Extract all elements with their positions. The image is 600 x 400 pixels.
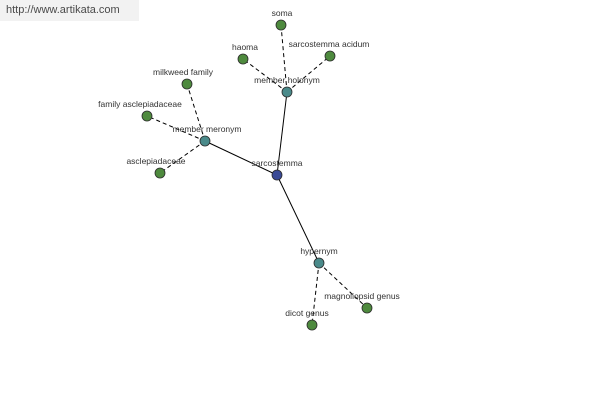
edge-sarcostemma-to-member-holonym	[276, 91, 288, 176]
node-soma[interactable]: soma	[272, 8, 293, 31]
node-marker-member-meronym[interactable]	[199, 135, 211, 147]
node-sarcostemma-acidum[interactable]: sarcostemma acidum	[289, 39, 370, 62]
edge-member-holonym-to-haoma	[242, 58, 288, 93]
watermark-url: http://www.artikata.com	[0, 0, 139, 21]
node-label-family-asclepiadaceae[interactable]: family asclepiadaceae	[98, 99, 182, 109]
node-milkweed-family[interactable]: milkweed family	[153, 67, 214, 90]
node-member-holonym[interactable]: member holonym	[254, 75, 320, 98]
node-member-meronym[interactable]: member meronym	[173, 124, 242, 147]
node-label-haoma[interactable]: haoma	[232, 42, 258, 52]
node-label-soma[interactable]: soma	[272, 8, 293, 18]
edge-member-holonym-to-soma	[280, 24, 288, 93]
edge-sarcostemma-to-hypernym	[276, 174, 320, 264]
node-label-member-holonym[interactable]: member holonym	[254, 75, 320, 85]
node-label-milkweed-family[interactable]: milkweed family	[153, 67, 214, 77]
node-label-dicot-genus[interactable]: dicot genus	[285, 308, 328, 318]
node-marker-sarcostemma-acidum[interactable]	[324, 50, 336, 62]
node-haoma[interactable]: haoma	[232, 42, 258, 65]
node-marker-magnoliopsid-genus[interactable]	[361, 302, 373, 314]
node-label-hypernym[interactable]: hypernym	[300, 246, 337, 256]
edge-member-meronym-to-family-asclepiadaceae	[146, 115, 206, 142]
node-family-asclepiadaceae[interactable]: family asclepiadaceae	[98, 99, 182, 122]
node-layer: sarcostemma member holonym member meronym h…	[98, 8, 400, 331]
edge-sarcostemma-to-member-meronym	[204, 140, 278, 176]
node-marker-soma[interactable]	[275, 19, 287, 31]
edge-layer	[146, 24, 368, 326]
node-label-member-meronym[interactable]: member meronym	[173, 124, 242, 134]
node-magnoliopsid-genus[interactable]: magnoliopsid genus	[324, 291, 400, 314]
node-marker-haoma[interactable]	[237, 53, 249, 65]
node-dicot-genus[interactable]: dicot genus	[285, 308, 329, 331]
node-marker-family-asclepiadaceae[interactable]	[141, 110, 153, 122]
edge-hypernym-to-dicot-genus	[311, 262, 320, 326]
node-marker-dicot-genus[interactable]	[306, 319, 318, 331]
node-label-magnoliopsid-genus[interactable]: magnoliopsid genus	[324, 291, 400, 301]
edge-member-meronym-to-asclepiadaceae	[159, 140, 206, 174]
node-marker-member-holonym[interactable]	[281, 86, 293, 98]
node-marker-milkweed-family[interactable]	[181, 78, 193, 90]
node-marker-sarcostemma[interactable]	[271, 169, 283, 181]
node-marker-asclepiadaceae[interactable]	[154, 167, 166, 179]
node-hypernym[interactable]: hypernym	[300, 246, 338, 269]
node-label-sarcostemma[interactable]: sarcostemma	[251, 158, 302, 168]
node-label-asclepiadaceae[interactable]: asclepiadaceae	[126, 156, 185, 166]
edge-member-meronym-to-milkweed-family	[186, 83, 206, 142]
node-asclepiadaceae[interactable]: asclepiadaceae	[126, 156, 186, 179]
edge-member-holonym-to-sarcostemma-acidum	[286, 55, 331, 93]
node-sarcostemma[interactable]: sarcostemma	[251, 158, 303, 181]
edge-hypernym-to-magnoliopsid-genus	[318, 262, 368, 309]
node-label-sarcostemma-acidum[interactable]: sarcostemma acidum	[289, 39, 370, 49]
node-marker-hypernym[interactable]	[313, 257, 325, 269]
